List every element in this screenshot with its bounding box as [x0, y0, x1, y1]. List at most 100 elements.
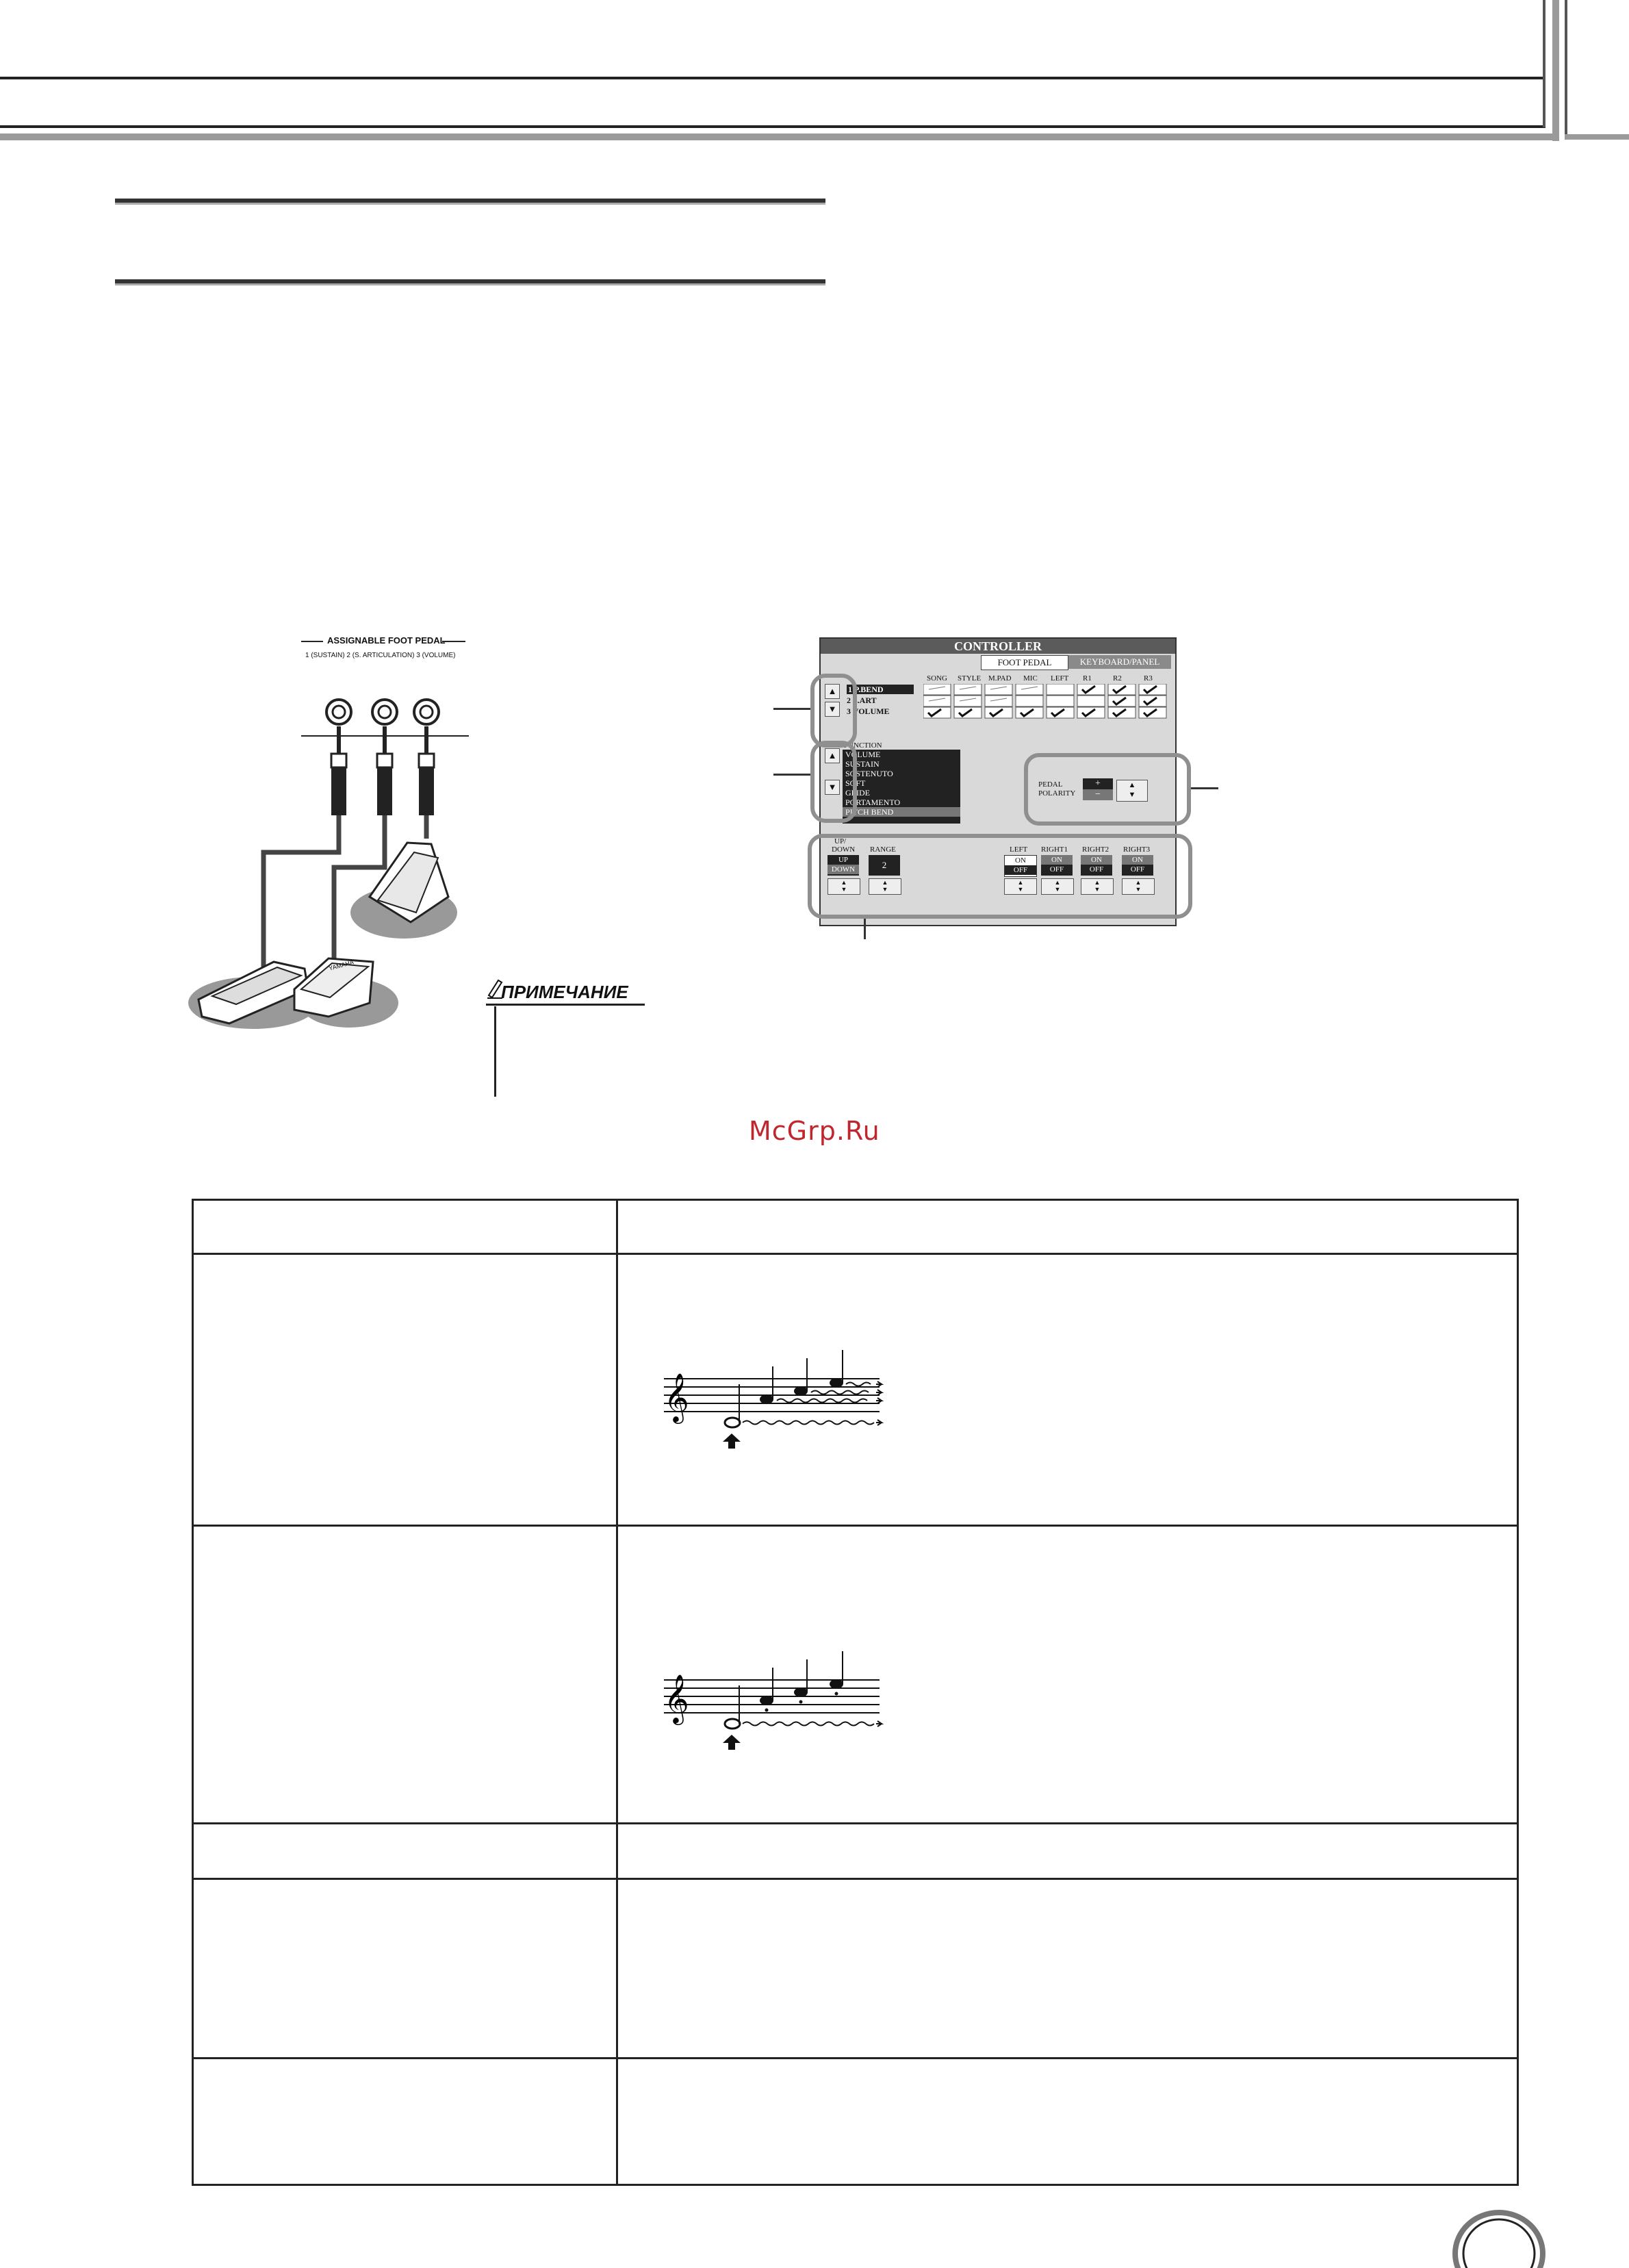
right2-value[interactable]: ON OFF [1081, 855, 1112, 876]
updown-label-2: DOWN [832, 845, 856, 854]
pedal-diagram-subtitle: 1 (SUSTAIN) 2 (S. ARTICULATION) 3 (VOLUM… [305, 652, 456, 659]
function-option-soft[interactable]: SOFT [845, 778, 866, 788]
left-value[interactable]: ON OFF [1004, 855, 1037, 877]
header-side-rule-2 [1565, 0, 1567, 138]
jack-1-icon [325, 698, 352, 726]
right1-off: OFF [1049, 865, 1064, 874]
right2-off: OFF [1089, 865, 1104, 874]
right3-label: RIGHT3 [1123, 845, 1151, 854]
highlight-bottom-controls [808, 834, 1192, 919]
callout-function [773, 774, 810, 776]
column-style: STYLE [958, 674, 982, 683]
updown-label-1: UP/ [834, 837, 847, 845]
right1-label: RIGHT1 [1041, 845, 1068, 854]
foot-pedal-illustration [188, 698, 469, 1029]
right1-spin-button[interactable]: ▲▼ [1041, 878, 1074, 895]
note-vertical-rule [494, 1006, 496, 1097]
table-rule-3 [192, 1822, 1518, 1824]
updown-spin-button[interactable]: ▲▼ [828, 878, 860, 895]
column-song: SONG [927, 674, 947, 683]
updown-value[interactable]: UP DOWN [828, 855, 859, 876]
column-r3: R3 [1144, 674, 1153, 683]
pedal-polarity-label-2: POLARITY [1038, 789, 1076, 798]
function-option-pitch-bend[interactable]: PITCH BEND [843, 807, 960, 817]
function-option-portamento[interactable]: PORTAMENTO [845, 798, 901, 807]
section-rule-top-shade [115, 203, 825, 205]
polarity-plus: + [1095, 778, 1101, 789]
function-list[interactable]: VOLUME SUSTAIN SOSTENUTO SOFT GLIDE PORT… [843, 750, 960, 824]
controller-screen-title: CONTROLLER [821, 639, 1175, 654]
polarity-spin-button[interactable]: ▲▼ [1116, 780, 1148, 802]
right3-value[interactable]: ON OFF [1122, 855, 1153, 876]
updown-up: UP [838, 856, 849, 864]
range-value[interactable]: 2 [869, 855, 900, 876]
right2-label: RIGHT2 [1082, 845, 1109, 854]
pedal-title-dash-right [442, 641, 465, 642]
table-border-bottom [192, 2184, 1518, 2186]
table-rule-1 [192, 1253, 1518, 1255]
scroll-down-button[interactable]: ▼ [825, 702, 840, 717]
pedal-polarity-label-1: PEDAL [1038, 780, 1063, 789]
section-rule-bottom-shade [115, 283, 825, 285]
music-notation-glide: 𝄞 [664, 1350, 884, 1449]
jack-2-icon [371, 698, 398, 726]
watermark: McGrp.Ru [749, 1116, 880, 1146]
section-rule-bottom [115, 279, 825, 283]
column-r2: R2 [1113, 674, 1122, 683]
right2-spin-button[interactable]: ▲▼ [1081, 878, 1114, 895]
right2-on: ON [1081, 855, 1112, 865]
part-checkbox-grid[interactable] [923, 684, 1172, 719]
table-border-left [192, 1199, 194, 2186]
polarity-value[interactable]: + − [1083, 778, 1113, 800]
note-label: ПРИМЕЧАНИЕ [501, 982, 628, 1002]
header-rule-top [0, 77, 1545, 79]
header-rule-shadow [0, 133, 1555, 140]
jack-3-icon [413, 698, 440, 726]
range-spin-button[interactable]: ▲▼ [869, 878, 901, 895]
note-underline [486, 1004, 645, 1006]
pedal-diagram-title: ASSIGNABLE FOOT PEDAL [327, 635, 446, 646]
right3-spin-button[interactable]: ▲▼ [1122, 878, 1155, 895]
updown-down: DOWN [828, 865, 859, 874]
music-notation-portamento: 𝄞 [664, 1651, 884, 1750]
header-right-tab [1565, 134, 1629, 140]
right1-on: ON [1041, 855, 1073, 865]
scroll-up-button[interactable]: ▲ [825, 684, 840, 699]
header-rule-bottom [0, 125, 1545, 128]
callout-polarity [1191, 787, 1218, 789]
column-mic: MIC [1023, 674, 1038, 683]
function-down-button[interactable]: ▼ [825, 780, 840, 795]
column-mpad: M.PAD [988, 674, 1012, 683]
svg-text:𝄞: 𝄞 [664, 1673, 689, 1725]
left-on: ON [1015, 856, 1026, 865]
highlight-function-buttons [810, 741, 857, 823]
right3-on: ON [1122, 855, 1153, 865]
header-side-rule [1543, 0, 1545, 127]
svg-text:𝄞: 𝄞 [664, 1372, 689, 1424]
right1-value[interactable]: ON OFF [1041, 855, 1073, 876]
row-volume[interactable]: 3 VOLUME [847, 706, 890, 716]
pedal-title-dash-left [301, 641, 323, 642]
left-label: LEFT [1010, 845, 1028, 854]
table-rule-5 [192, 2057, 1518, 2059]
function-option-glide[interactable]: GLIDE [845, 788, 870, 798]
page-number-tab [1452, 2210, 1545, 2268]
tab-foot-pedal[interactable]: FOOT PEDAL [981, 655, 1068, 670]
callout-bottom [864, 919, 866, 939]
left-spin-button[interactable]: ▲▼ [1004, 878, 1037, 895]
table-border-right [1517, 1199, 1519, 2186]
table-border-top [192, 1199, 1518, 1201]
left-off: OFF [1005, 865, 1036, 875]
tab-keyboard-panel[interactable]: KEYBOARD/PANEL [1068, 655, 1171, 669]
table-rule-4 [192, 1878, 1518, 1880]
callout-scroll [773, 708, 810, 710]
function-option-sostenuto[interactable]: SOSTENUTO [845, 769, 893, 778]
highlight-polarity [1024, 753, 1191, 826]
pencil-icon [487, 979, 503, 999]
function-option-volume[interactable]: VOLUME [845, 750, 881, 759]
function-option-sustain[interactable]: SUSTAIN [845, 759, 880, 769]
header-side-shadow [1552, 0, 1559, 141]
table-rule-2 [192, 1525, 1518, 1527]
polarity-minus: − [1083, 789, 1113, 800]
function-up-button[interactable]: ▲ [825, 748, 840, 763]
